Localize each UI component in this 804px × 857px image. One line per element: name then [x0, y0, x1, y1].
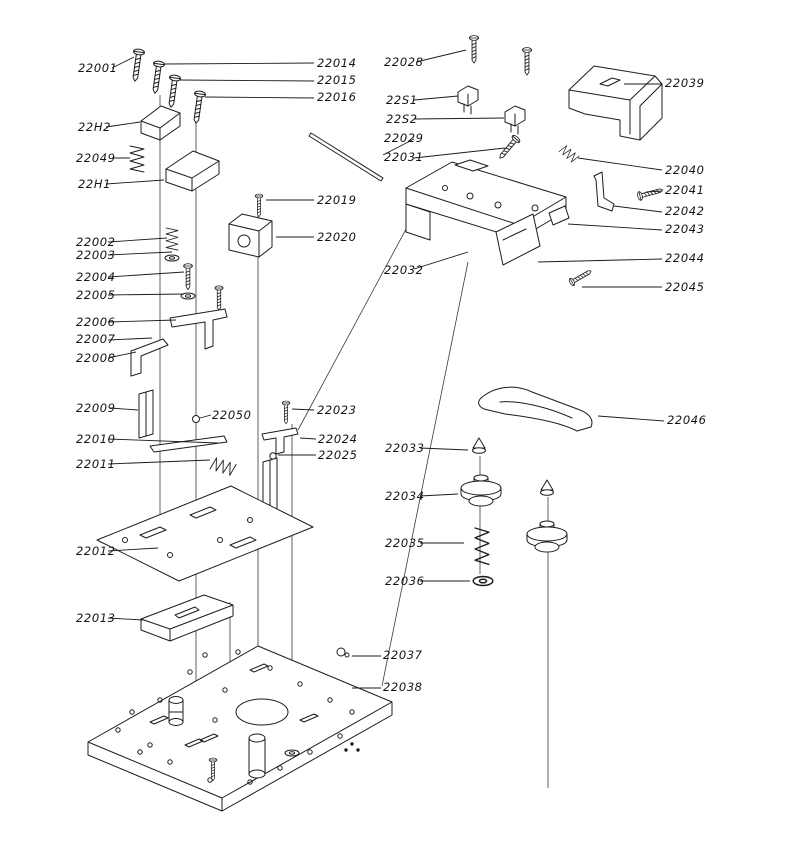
part-label-22S2: 22S2 — [386, 112, 418, 126]
part-label-22023: 22023 — [317, 403, 357, 417]
part-label-22024: 22024 — [318, 432, 358, 446]
part-label-22033: 22033 — [385, 441, 425, 455]
plate-22044 — [495, 213, 541, 266]
tab-22043 — [548, 205, 570, 226]
part-label-22019: 22019 — [317, 193, 357, 207]
part-label-22001: 22001 — [78, 61, 118, 75]
spring-22049 — [129, 145, 145, 173]
part-label-22044: 22044 — [665, 251, 705, 265]
part-label-22010: 22010 — [76, 432, 116, 446]
screw-22045 — [567, 266, 594, 287]
ring-22037 — [336, 647, 350, 658]
part-label-22020: 22020 — [317, 230, 357, 244]
leader-lines — [105, 49, 665, 689]
screw-22023 — [281, 400, 291, 424]
part-label-22015: 22015 — [317, 73, 357, 87]
part-label-22005: 22005 — [76, 288, 116, 302]
part-label-22004: 22004 — [76, 270, 116, 284]
part-label-22008: 22008 — [76, 351, 116, 365]
chassis-bracket-22032 — [405, 159, 567, 241]
part-label-22041: 22041 — [665, 183, 705, 197]
part-label-22H2: 22H2 — [78, 120, 111, 134]
arm-22046 — [478, 386, 593, 432]
screws-22028 — [468, 35, 533, 76]
screw-22019 — [254, 193, 264, 217]
switch-22S1 — [457, 85, 479, 115]
bracket-22H1 — [165, 150, 220, 192]
part-label-22028: 22028 — [384, 55, 424, 69]
part-label-22002: 22002 — [76, 235, 116, 249]
part-label-22007: 22007 — [76, 332, 116, 346]
plate-22012 — [96, 485, 314, 582]
part-label-22045: 22045 — [665, 280, 705, 294]
ring-22050 — [192, 415, 200, 423]
part-label-22036: 22036 — [385, 574, 425, 588]
part-label-22012: 22012 — [76, 544, 116, 558]
solenoid-22020 — [228, 213, 273, 258]
part-label-22006: 22006 — [76, 315, 116, 329]
strip-22042 — [593, 171, 615, 212]
part-label-22039: 22039 — [665, 76, 705, 90]
bracket-22006-22007 — [169, 308, 228, 350]
part-label-22029: 22029 — [384, 131, 424, 145]
bracket-22H2 — [140, 105, 181, 141]
screw-22041 — [636, 185, 665, 202]
bracket-22008 — [130, 338, 169, 377]
spring-22040 — [558, 143, 580, 164]
spring-22011 — [209, 456, 237, 477]
switch-22S2 — [504, 105, 526, 135]
diagram-parts — [87, 35, 665, 812]
cap-22033 — [472, 437, 486, 454]
bracket-22024 — [261, 427, 299, 455]
bracket-22013 — [140, 594, 234, 642]
screw-22004-washer-22005 — [180, 263, 227, 318]
part-label-22042: 22042 — [665, 204, 705, 218]
part-label-22011: 22011 — [76, 457, 116, 471]
pulley-right — [526, 520, 568, 553]
part-label-22035: 22035 — [385, 536, 425, 550]
spring-22035 — [474, 527, 490, 566]
pulley-22034 — [460, 474, 502, 507]
rod-22029 — [308, 132, 384, 182]
part-label-22034: 22034 — [385, 489, 425, 503]
part-label-22025: 22025 — [318, 448, 358, 462]
part-label-22031: 22031 — [384, 150, 424, 164]
cap-right — [540, 479, 554, 496]
washer-22036 — [472, 575, 494, 587]
screw-22031 — [495, 133, 522, 162]
spring-22002-22003 — [164, 227, 180, 262]
part-label-22032: 22032 — [384, 263, 424, 277]
part-label-22043: 22043 — [665, 222, 705, 236]
part-label-22013: 22013 — [76, 611, 116, 625]
part-label-22037: 22037 — [383, 648, 423, 662]
part-label-22S1: 22S1 — [386, 93, 418, 107]
part-label-22046: 22046 — [667, 413, 707, 427]
part-label-22040: 22040 — [665, 163, 705, 177]
cover-22039 — [568, 65, 663, 141]
channel-22009 — [138, 389, 154, 439]
lever-22010 — [149, 435, 228, 453]
part-label-22049: 22049 — [76, 151, 116, 165]
part-label-22H1: 22H1 — [78, 177, 111, 191]
baseplate — [87, 645, 393, 812]
part-label-22016: 22016 — [317, 90, 357, 104]
part-label-22003: 22003 — [76, 248, 116, 262]
part-label-22038: 22038 — [383, 680, 423, 694]
part-label-22050: 22050 — [212, 408, 252, 422]
part-label-22009: 22009 — [76, 401, 116, 415]
part-label-22014: 22014 — [317, 56, 357, 70]
